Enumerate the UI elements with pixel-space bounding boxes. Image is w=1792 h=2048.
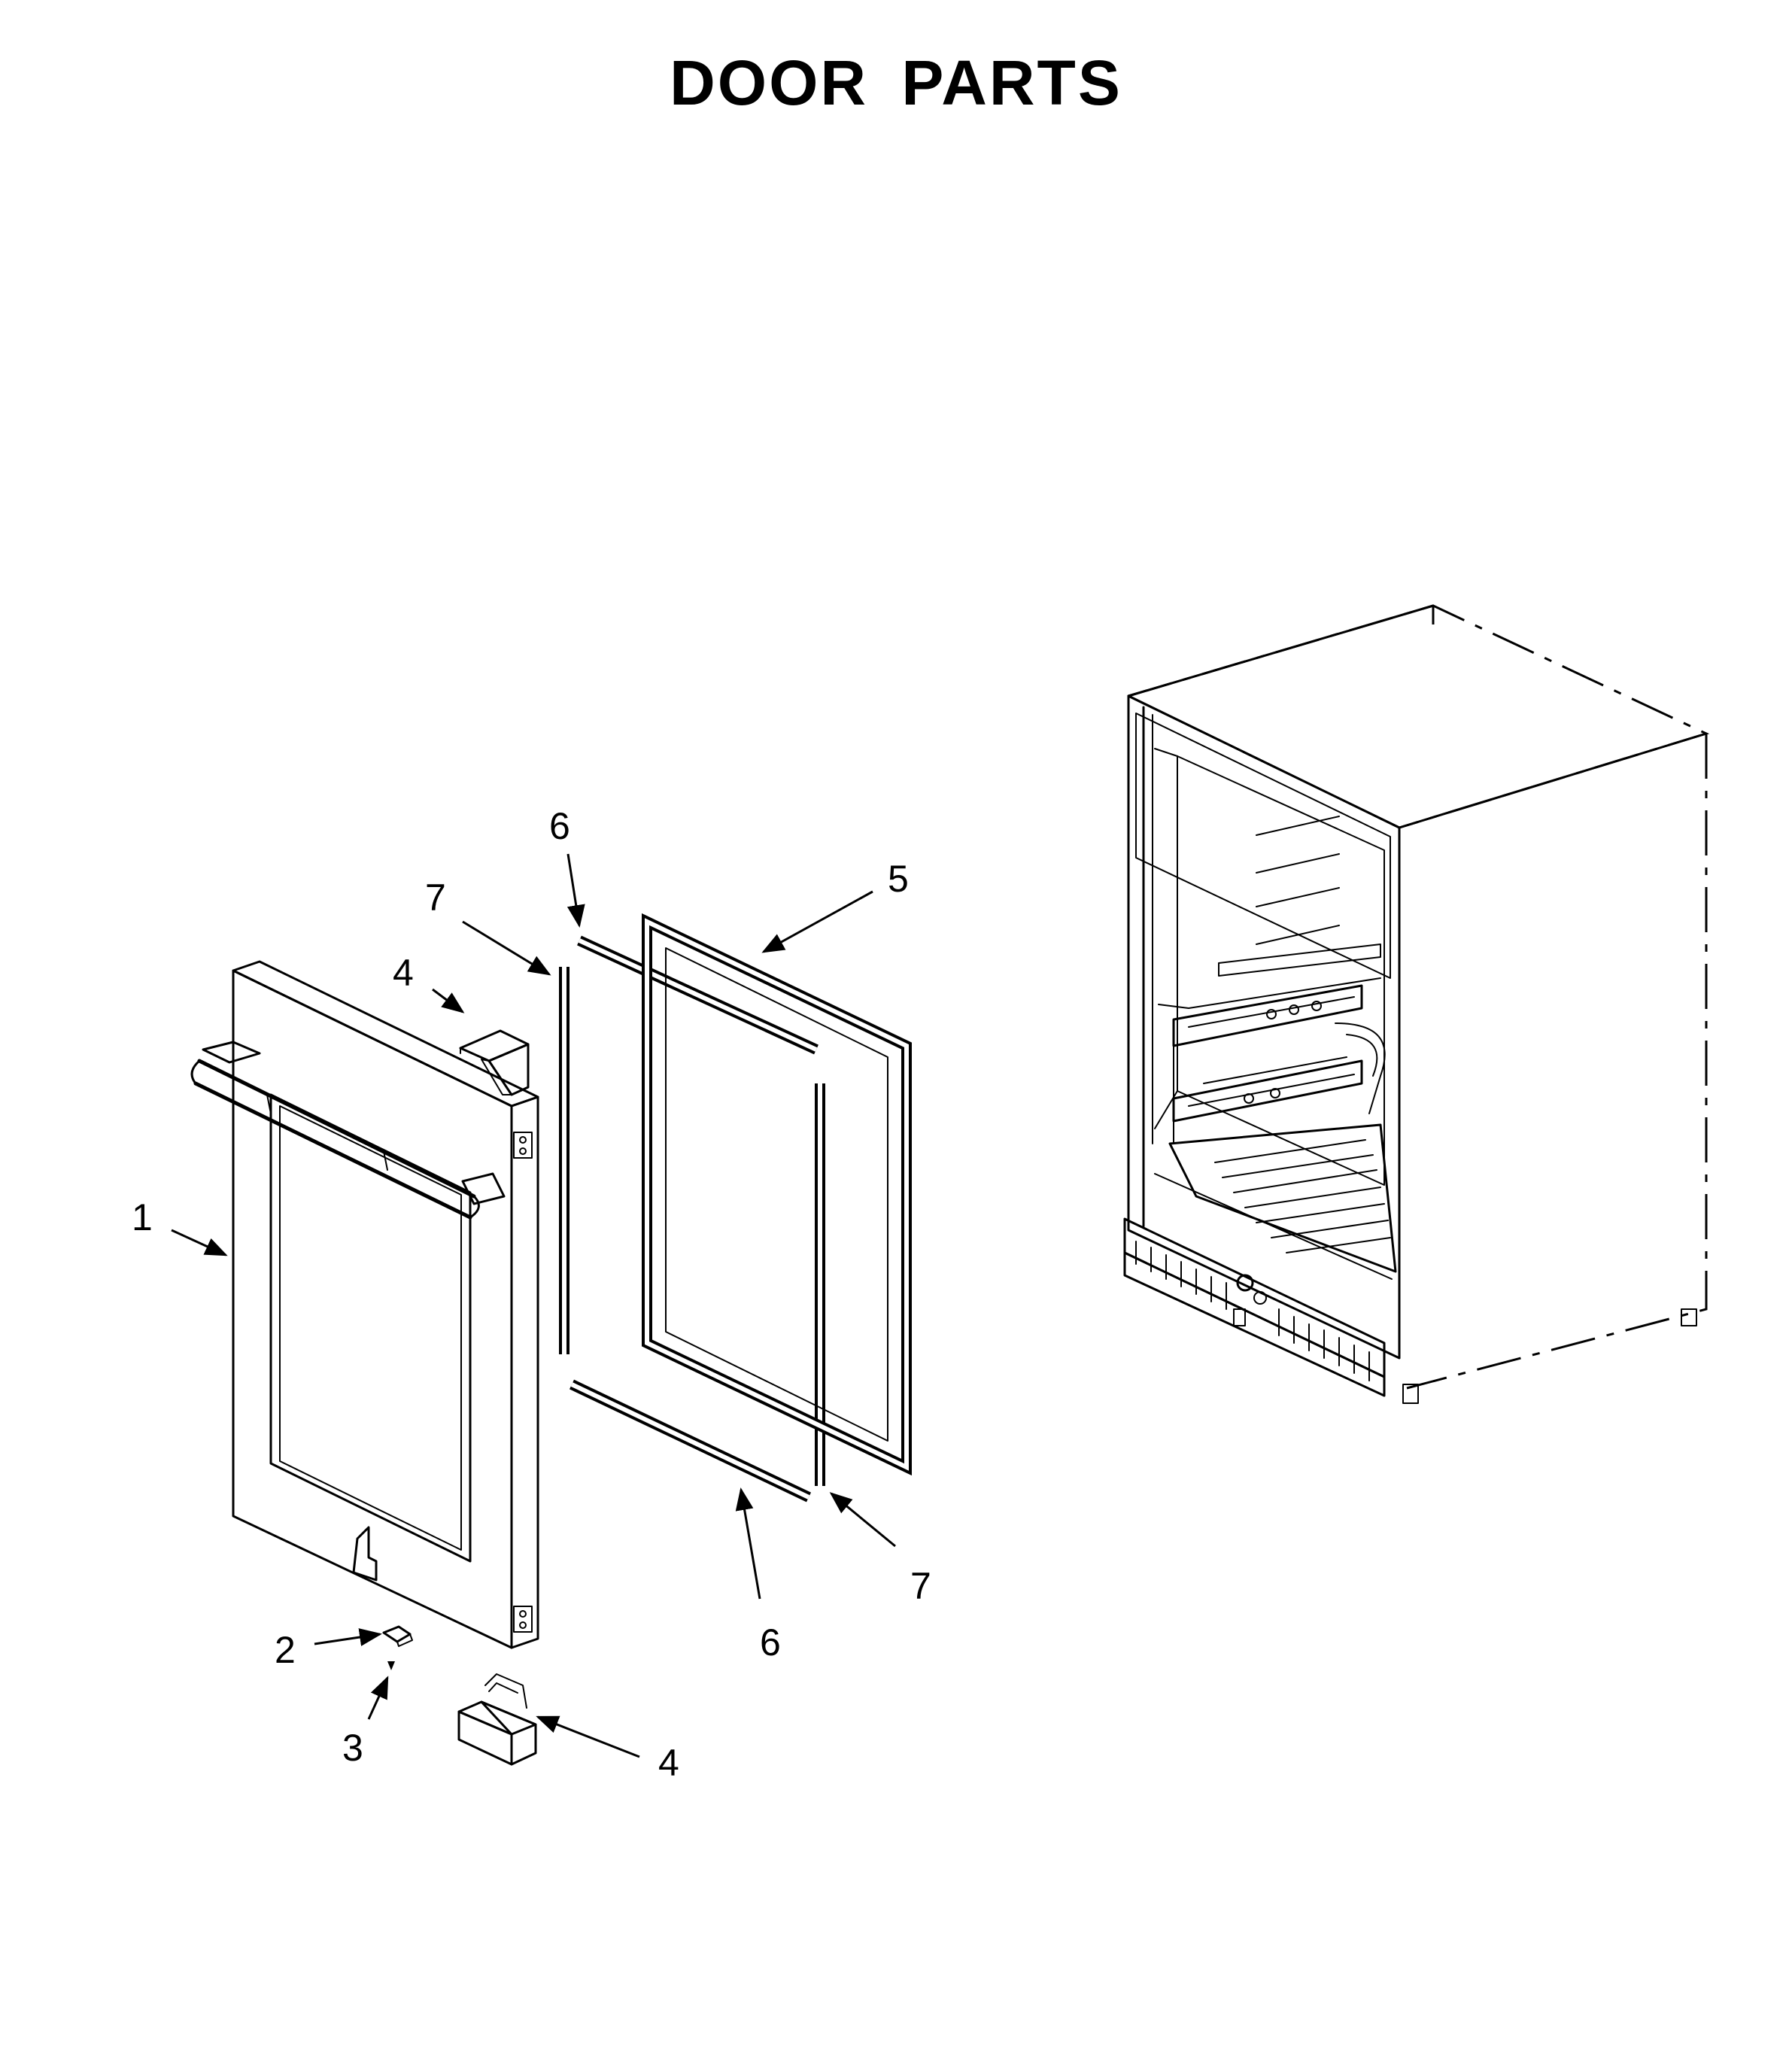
- callout-4-bottom: 4: [658, 1742, 679, 1784]
- gasket-strip-bottom: [569, 1379, 812, 1503]
- hinge-cover-bottom: [457, 1673, 537, 1766]
- hinge-cover-top: [459, 1029, 530, 1096]
- door-assembly: [190, 960, 539, 1649]
- callout-7-left: 7: [425, 877, 446, 919]
- callout-2: 2: [275, 1629, 296, 1671]
- callout-1: 1: [132, 1196, 153, 1238]
- screw: [387, 1661, 395, 1670]
- callout-7-right: 7: [910, 1565, 931, 1607]
- door-gasket: [642, 913, 912, 1476]
- cabinet-illustration: [1123, 604, 1710, 1404]
- gasket-strip-top: [577, 935, 819, 1055]
- callout-4-top: 4: [393, 952, 414, 994]
- leader-lines: [171, 853, 896, 1758]
- callout-3: 3: [342, 1727, 363, 1769]
- hinge-bracket: [382, 1625, 413, 1647]
- callout-5: 5: [888, 858, 909, 900]
- callout-6-top: 6: [549, 805, 570, 847]
- page-title: DOOR PARTS: [670, 47, 1122, 118]
- callout-6-bottom: 6: [760, 1621, 781, 1664]
